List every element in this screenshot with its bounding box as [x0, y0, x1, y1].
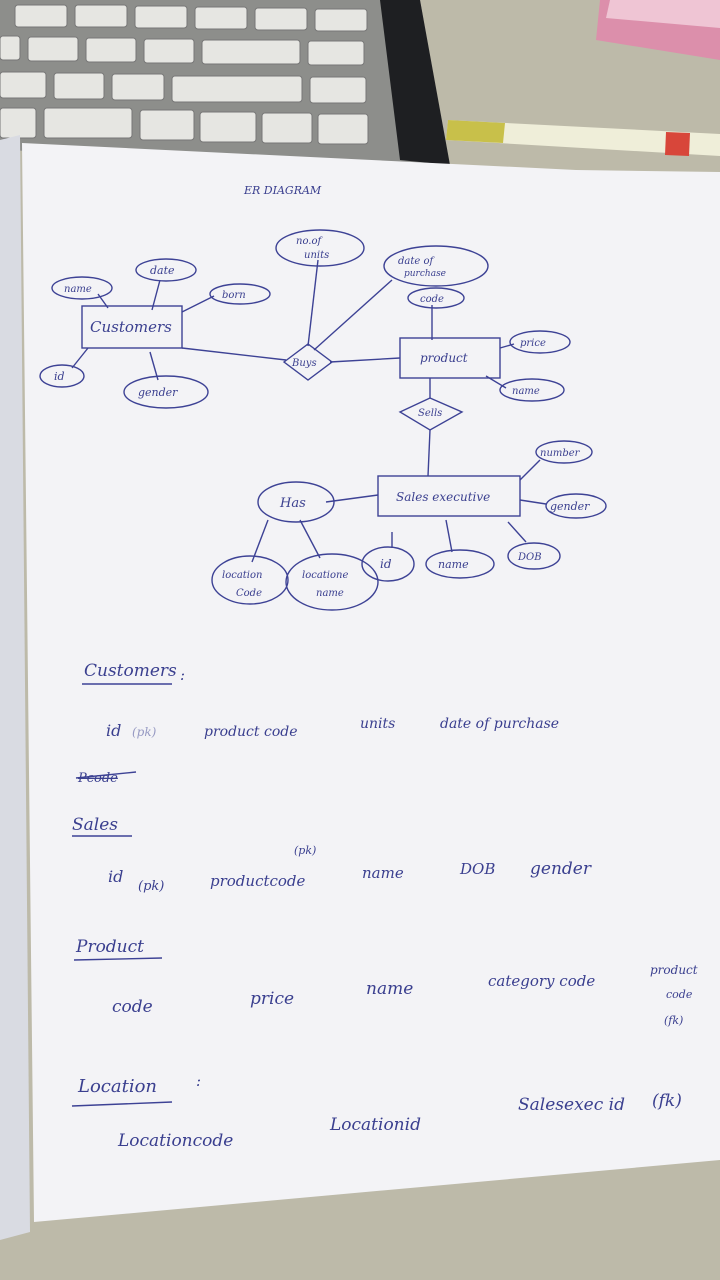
attr-sales-id: id — [380, 557, 392, 571]
attr-product-name: name — [512, 386, 540, 397]
attr-date-of-purchase-line1: date of — [398, 256, 435, 267]
attr-location-name-line1: locatione — [302, 570, 348, 581]
entity-customers-box — [81, 305, 183, 349]
sales-field-id-key: (pk) — [138, 879, 164, 894]
pink-notes — [596, 0, 720, 60]
entity-customers-label: Customers — [90, 318, 172, 336]
attr-gender: gender — [138, 386, 178, 399]
sales-field-gender: gender — [530, 859, 592, 879]
product-field-name: name — [366, 979, 413, 999]
attr-name: name — [64, 284, 92, 295]
product-field-code: code — [112, 997, 153, 1017]
customers-field-units: units — [360, 716, 395, 732]
attr-location-code-line2: Code — [236, 588, 262, 599]
sales-field-name: name — [362, 864, 404, 882]
sales-field-dob: DOB — [459, 860, 495, 878]
attr-sales-name: name — [438, 558, 469, 571]
customers-field-product-code: product code — [204, 724, 298, 740]
diagram-title: ER DIAGRAM — [243, 184, 322, 197]
relationship-buys-diamond — [282, 343, 334, 381]
heading-colon: : — [180, 666, 185, 684]
notebook-page — [0, 135, 720, 1240]
relationship-sells-diamond — [398, 397, 464, 431]
product-field-product-fk-line1: product — [650, 963, 698, 977]
customers-field-id-key: (pk) — [132, 725, 157, 739]
entity-product-label: product — [420, 351, 468, 365]
product-field-product-fk-line2: code — [666, 988, 693, 1001]
heading-colon-location: : — [196, 1072, 201, 1090]
pen — [446, 120, 720, 156]
relationship-sells-label: Sells — [418, 408, 442, 419]
location-field-locationid: Locationid — [329, 1115, 421, 1135]
sales-field-productcode: productcode — [210, 872, 306, 890]
relationship-has-label: Has — [279, 496, 306, 511]
product-field-category-code: category code — [488, 972, 595, 990]
attr-no-of-units-line1: no.of — [296, 236, 323, 247]
attr-date-of-purchase-line2: purchase — [404, 269, 446, 279]
entity-sales-executive-box — [377, 475, 521, 517]
attr-id: id — [54, 370, 65, 383]
location-field-salesexec-fk: (fk) — [652, 1091, 682, 1111]
entity-boxes — [81, 305, 521, 517]
attr-born: born — [222, 290, 246, 301]
entity-product-box — [399, 337, 501, 379]
attr-number: number — [540, 448, 581, 459]
table-product-heading: Product — [75, 937, 144, 957]
er-connectors — [71, 259, 547, 563]
product-field-price: price — [250, 989, 294, 1009]
product-field-product-fk-line3: (fk) — [664, 1014, 683, 1027]
table-sales-heading: Sales — [72, 815, 118, 835]
sales-field-id: id — [108, 867, 123, 886]
attr-date: date — [150, 264, 175, 277]
location-field-salesexec-id: Salesexec id — [518, 1095, 625, 1115]
attr-sales-gender: gender — [550, 500, 590, 513]
location-field-locationcode: Locationcode — [117, 1131, 233, 1151]
laptop-keyboard — [0, 0, 450, 165]
sales-pk-note: (pk) — [294, 844, 316, 857]
attr-location-code-line1: location — [222, 570, 262, 581]
relationship-diamonds — [282, 343, 464, 431]
customers-struck-word: Pcode — [77, 771, 118, 786]
attr-no-of-units-line2: units — [304, 250, 329, 261]
table-customers-heading: Customers — [84, 661, 177, 681]
entity-sales-executive-label: Sales executive — [396, 490, 490, 504]
attr-dob: DOB — [517, 552, 542, 563]
attr-code: code — [420, 294, 444, 305]
table-location-heading: Location — [77, 1076, 157, 1097]
heading-underlines — [71, 683, 173, 1107]
relationship-buys-label: Buys — [291, 358, 317, 369]
attribute-ellipses — [39, 229, 607, 611]
attr-price: price — [520, 338, 546, 349]
attr-location-name-line2: name — [316, 588, 344, 599]
customers-field-date-of-purchase: date of purchase — [440, 716, 559, 732]
customers-field-id: id — [106, 721, 121, 740]
